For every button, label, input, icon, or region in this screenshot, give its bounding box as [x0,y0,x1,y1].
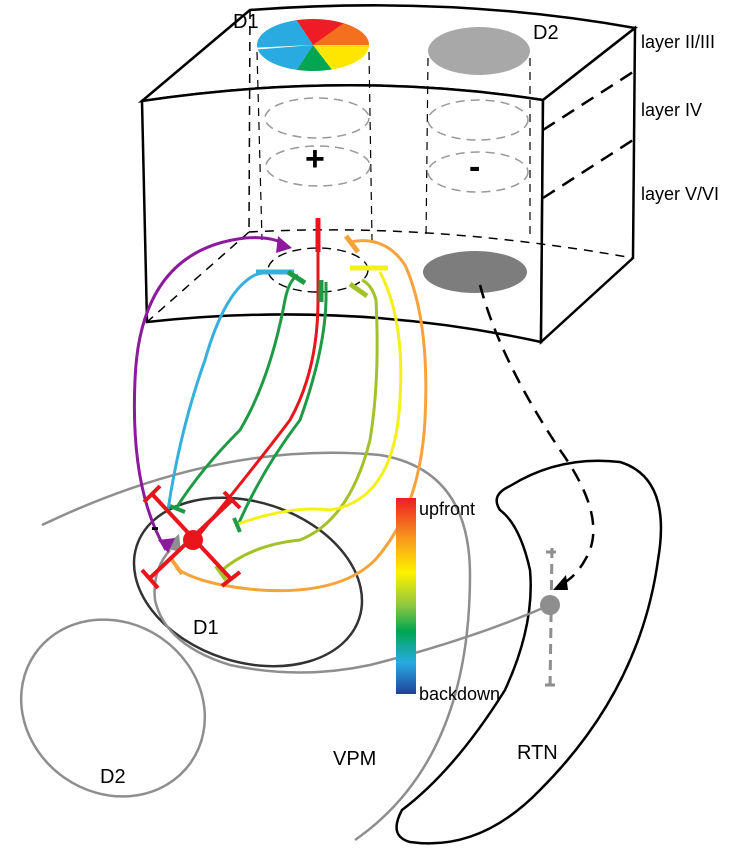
rtn-outline [395,459,663,845]
pathway-green-1 [173,273,299,511]
barreloid-label-d1: D1 [193,617,219,639]
excitatory-sign: + [305,140,325,178]
vpm-outline [41,451,472,842]
pathway-green-2 [236,282,328,526]
pathway-purple-arrowhead-bottom [158,538,175,553]
thalamic-relay-neuron [140,484,242,590]
barreloid-label-d2: D2 [100,766,126,788]
direction-colorbar [396,498,416,694]
colorbar-gradient [396,498,416,694]
rtn-neuron-dendrites [545,547,557,691]
barreloid-d2 [19,618,207,798]
d2-layer6-disk [423,251,527,293]
thalamus [19,451,663,845]
d1-layer4-bottom [265,145,371,187]
layer-label-2-3: layer II/III [641,32,715,52]
d2-layer4-top [427,99,529,141]
neuron-soma [183,530,203,550]
d2-top-disk [428,27,530,75]
vpm-label: VPM [333,748,376,770]
pathway-orange-bottom-tick [170,558,184,576]
terminal-tick-green-b [232,517,242,533]
pathway-yellow-green [218,278,379,574]
barreloid-d1-outer [132,496,364,668]
layer-boundary-2-4 [542,70,634,132]
terminal-tick-green-a [169,504,186,514]
d1-layer4-top [264,97,370,139]
block-front-face [140,84,545,344]
rtn-inhibitory-projection [153,549,551,674]
layer-label-5-6: layer V/VI [641,184,719,204]
colorbar-top-label: upfront [419,499,475,519]
rtn-label: RTN [517,742,558,764]
feedback-arrowhead [553,575,568,590]
neuron-dendrite-caps [140,484,242,590]
pathway-orange-terminal [344,234,360,254]
barrel-column-d2 [423,27,531,293]
inhibitory-sign-thalamus: - [151,514,159,541]
barrel-label-d2: D2 [533,22,559,44]
d2-column-walls [425,57,531,241]
pathway-purple [132,236,286,551]
pathway-green-1-terminal [286,269,307,286]
d2-layer4-bottom [427,151,529,193]
block-hidden-edges [146,9,634,323]
pathway-yellow [234,271,403,527]
terminal-tick-yellow-green [214,564,228,582]
layer-boundary-4-5 [542,138,634,200]
layer-label-4: layer IV [641,100,702,120]
d1-column-walls [256,51,373,241]
barrel-label-d1: D1 [233,11,259,33]
colorbar-bottom-label: backdown [419,684,500,704]
d1-color-disk [257,19,369,71]
pathway-yellow-green-terminal [348,281,369,299]
pathway-purple-arrowhead [276,236,292,253]
barrel-column-d1 [256,19,373,293]
inhibitory-sign-cortex: - [469,148,480,186]
pathway-red [193,222,320,541]
